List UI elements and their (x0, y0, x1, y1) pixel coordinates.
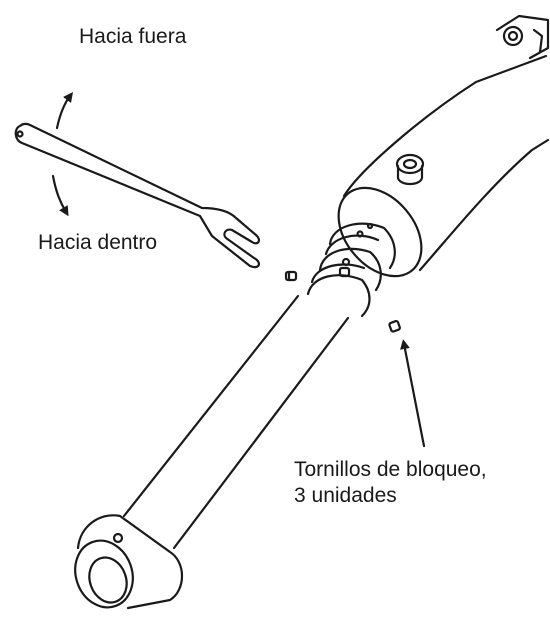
gland-nut (306, 222, 396, 318)
locking-screws-pointer-arrow (400, 339, 426, 448)
outward-rotation-arrow (55, 91, 73, 130)
locking-screws-label: Tornillos de bloqueo, 3 unidades (294, 457, 487, 509)
locking-screw (338, 266, 351, 278)
locking-screws-label-line2: 3 unidades (294, 484, 397, 507)
rod-end-eye (74, 514, 183, 610)
locking-screw (284, 270, 298, 282)
port-boss (395, 153, 425, 186)
cylinder-barrel (337, 54, 550, 278)
piston-rod (122, 294, 350, 550)
spanner-wrench (14, 122, 261, 269)
inward-rotation-arrow (51, 174, 69, 217)
locking-screws (284, 266, 401, 333)
locking-screw (388, 319, 401, 333)
inward-label: Hacia dentro (38, 231, 158, 254)
outward-label: Hacia fuera (79, 25, 187, 48)
top-clevis (495, 14, 550, 60)
locking-screws-label-line1: Tornillos de bloqueo, (294, 458, 487, 481)
